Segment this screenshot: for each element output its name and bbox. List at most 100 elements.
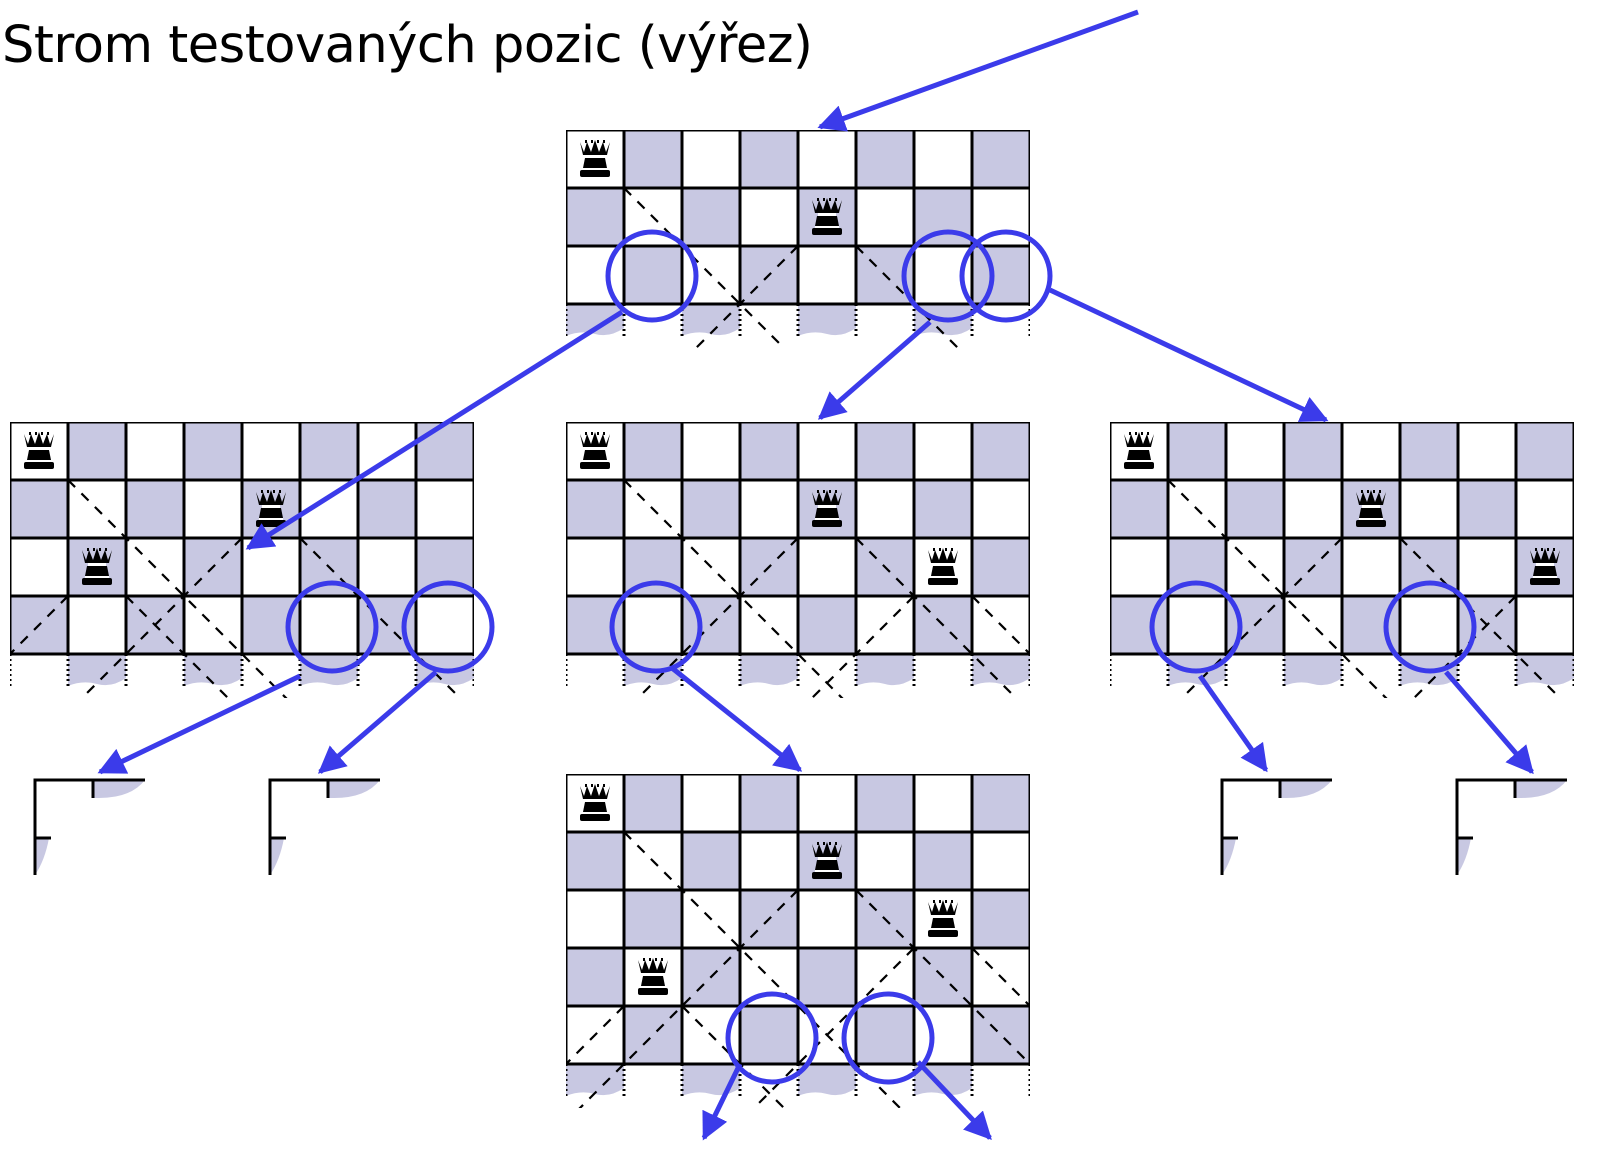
chess-queen-icon — [580, 140, 610, 177]
attack-line — [299, 537, 462, 698]
board-stub — [1455, 778, 1567, 875]
board-square — [682, 832, 740, 890]
attack-line — [67, 479, 288, 698]
tree-edge-arrow — [670, 666, 803, 772]
chess-queen-icon — [812, 842, 842, 879]
board-square — [1516, 480, 1574, 538]
board-square — [972, 832, 1030, 890]
chess-queen-icon — [82, 548, 112, 585]
board-square-torn — [1516, 654, 1574, 686]
board-square-torn — [798, 304, 856, 336]
board-square — [1226, 422, 1284, 480]
chess-queen-icon — [24, 432, 54, 469]
board-square-torn — [972, 654, 1030, 686]
board-square — [1342, 538, 1400, 596]
board-square — [242, 422, 300, 480]
board-square — [624, 596, 682, 654]
board-square — [856, 1006, 914, 1064]
board-root — [566, 130, 1030, 348]
attack-line — [566, 1005, 625, 1065]
candidate-circle — [725, 991, 819, 1085]
board-square — [566, 948, 624, 1006]
chess-queen-icon — [1530, 548, 1560, 585]
board-square — [358, 480, 416, 538]
board-square — [358, 538, 416, 596]
board-stub — [33, 778, 145, 875]
board-square — [914, 130, 972, 188]
tree-edge-arrow — [701, 1062, 743, 1141]
tree-edge-arrow — [1197, 674, 1269, 773]
attack-line — [1167, 479, 1388, 698]
board-square — [682, 130, 740, 188]
board-square — [68, 596, 126, 654]
board-square — [914, 774, 972, 832]
board-square-torn — [566, 304, 624, 336]
candidate-circle — [285, 580, 379, 674]
candidate-circle — [841, 991, 935, 1085]
board-square — [10, 480, 68, 538]
chess-queen-icon — [580, 432, 610, 469]
board-square — [1284, 422, 1342, 480]
page-title: Strom testovaných pozic (výřez) — [2, 16, 813, 75]
chess-queen-icon — [812, 198, 842, 235]
board-square — [856, 188, 914, 246]
board-square — [416, 596, 474, 654]
board-level1-a — [10, 422, 474, 698]
board-square — [1458, 422, 1516, 480]
board-square — [1516, 422, 1574, 480]
board-square — [856, 130, 914, 188]
board-square — [624, 130, 682, 188]
candidate-circle — [401, 580, 495, 674]
board-square — [682, 774, 740, 832]
chess-queen-icon — [1124, 432, 1154, 469]
attack-line — [971, 595, 1030, 655]
board-square — [740, 480, 798, 538]
board-square — [798, 538, 856, 596]
board-square — [972, 246, 1030, 304]
candidate-circle — [605, 229, 699, 323]
board-square — [798, 774, 856, 832]
board-square — [300, 596, 358, 654]
board-square — [1284, 480, 1342, 538]
board-square — [740, 774, 798, 832]
board-square — [416, 480, 474, 538]
board-square — [740, 422, 798, 480]
board-square — [624, 774, 682, 832]
board-square — [1168, 422, 1226, 480]
candidate-circle — [959, 229, 1053, 323]
board-square — [972, 422, 1030, 480]
board-square — [856, 832, 914, 890]
board-square — [566, 832, 624, 890]
candidate-circle — [609, 580, 703, 674]
tree-edge-arrow — [97, 673, 302, 775]
board-square — [972, 538, 1030, 596]
attack-line — [971, 947, 1030, 1007]
board-level1-b — [566, 422, 1030, 698]
chess-queen-icon — [928, 900, 958, 937]
board-square — [682, 480, 740, 538]
board-square — [1342, 422, 1400, 480]
board-square — [972, 890, 1030, 948]
board-square — [184, 480, 242, 538]
board-square — [1400, 480, 1458, 538]
board-square — [566, 890, 624, 948]
board-square — [566, 188, 624, 246]
candidate-circle — [1149, 580, 1243, 674]
board-square — [856, 422, 914, 480]
board-square — [740, 832, 798, 890]
board-square — [798, 422, 856, 480]
attack-line — [623, 187, 786, 348]
board-square — [1110, 480, 1168, 538]
tree-edge-arrow — [1048, 287, 1329, 423]
board-square — [1400, 596, 1458, 654]
board-level2-a — [566, 774, 1030, 1108]
tree-edge-arrow — [817, 9, 1139, 132]
board-square — [798, 890, 856, 948]
tree-edge-arrow — [916, 1060, 992, 1140]
tree-edge-arrow — [317, 670, 438, 774]
board-square — [1110, 538, 1168, 596]
board-square-torn — [184, 654, 242, 686]
board-square — [1226, 480, 1284, 538]
board-square — [798, 130, 856, 188]
